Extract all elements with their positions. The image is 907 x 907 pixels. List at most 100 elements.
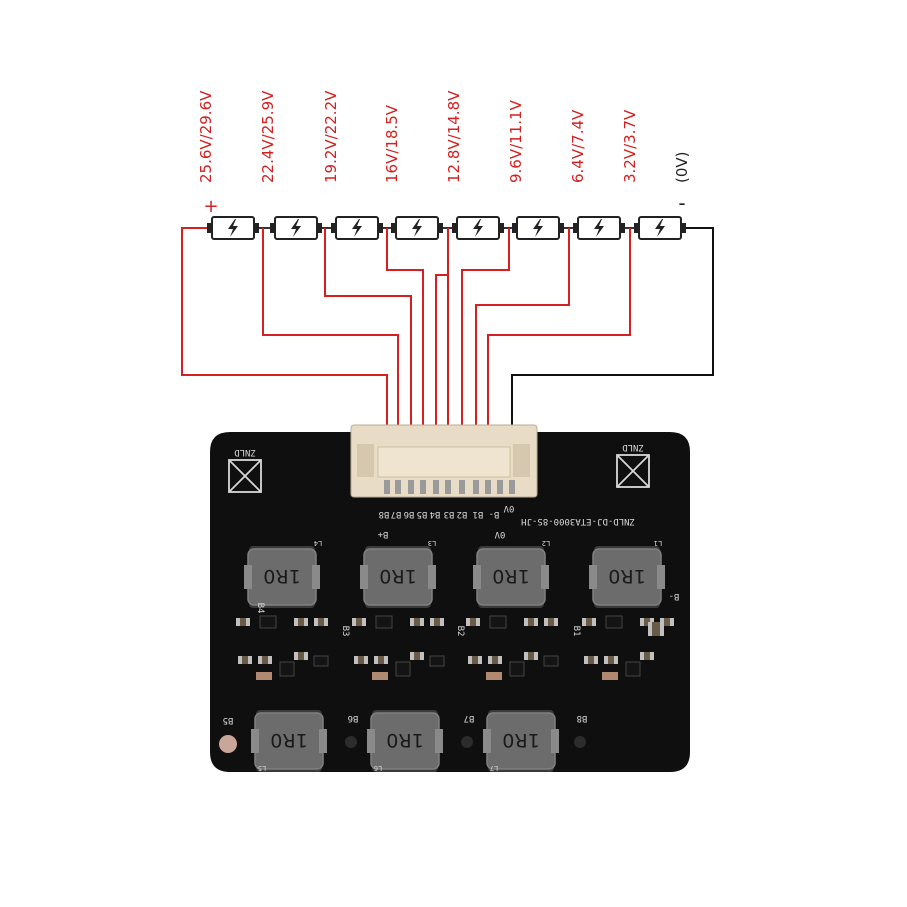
smd-chip — [238, 656, 252, 664]
smd-chip — [582, 618, 596, 626]
connector-pin — [445, 480, 451, 494]
mosfet — [543, 655, 559, 667]
mosfet — [375, 615, 393, 629]
section-label: B2 — [455, 626, 465, 637]
battery-bolt-icon — [452, 216, 504, 240]
smd-chip — [258, 656, 272, 664]
smd-chip — [294, 652, 308, 660]
battery-bolt-icon — [207, 216, 259, 240]
ic-package — [279, 661, 295, 677]
connector-pin — [485, 480, 491, 494]
battery-bolt-icon — [331, 216, 383, 240]
pin-label: B7 — [391, 509, 402, 519]
connector-pin — [509, 480, 515, 494]
connector-pin — [433, 480, 439, 494]
corner-label: B5 — [223, 715, 234, 725]
inductor-ref: L3 — [428, 539, 436, 547]
positive-wire — [461, 228, 510, 487]
inductor: 1R0 L2 — [473, 539, 550, 608]
test-pad — [345, 736, 357, 748]
mosfet — [429, 655, 445, 667]
pin-label: B1 — [473, 509, 484, 519]
battery-bolt-icon — [634, 216, 686, 240]
negative-wire — [511, 227, 714, 487]
mounting-pad — [219, 735, 237, 753]
smd-chip — [466, 618, 480, 626]
connector-pin — [473, 480, 479, 494]
balance-connector — [350, 424, 538, 498]
voltage-label: 16V/18.5V — [383, 104, 401, 183]
smd-chip — [488, 656, 502, 664]
inductor-ref: L2 — [542, 539, 550, 547]
section-label: B1 — [571, 626, 581, 637]
connector-pin — [384, 480, 390, 494]
smd-chip — [544, 618, 558, 626]
smd-resistor — [256, 672, 272, 680]
smd-resistor — [486, 672, 502, 680]
inductor-value: 1R0 — [492, 565, 529, 587]
ic-package — [509, 661, 525, 677]
inductor-value: 1R0 — [608, 565, 645, 587]
smd-chip — [640, 652, 654, 660]
smd-chip — [374, 656, 388, 664]
mosfet — [259, 615, 277, 629]
smd-chip — [660, 618, 674, 626]
pin-label: B3 — [444, 509, 455, 519]
voltage-label: 3.2V/3.7V — [621, 109, 639, 183]
inductor-ref: L6 — [374, 764, 382, 772]
battery-bolt-icon — [270, 216, 322, 240]
plus-terminal-label: + — [203, 196, 218, 217]
test-pad — [574, 736, 586, 748]
positive-wire — [262, 228, 399, 487]
connector-pin — [395, 480, 401, 494]
test-pad — [461, 736, 473, 748]
pin-label: B6 — [404, 509, 415, 519]
inductor: 1R0 L1 — [589, 539, 665, 608]
positive-wire — [435, 240, 449, 487]
pin-label: B5 — [417, 509, 428, 519]
section-label: B3 — [340, 626, 350, 637]
battery-bolt-icon — [573, 216, 625, 240]
connector-pin — [420, 480, 426, 494]
battery-bolt-icon — [512, 216, 564, 240]
mosfet — [489, 615, 507, 629]
pin-label: B2 — [457, 509, 468, 519]
mosfet — [605, 615, 623, 629]
ic-package — [395, 661, 411, 677]
inductor-ref: L1 — [654, 539, 662, 547]
pin-label: B4 — [430, 509, 441, 519]
smd-chip — [584, 656, 598, 664]
positive-wire — [386, 228, 424, 487]
smd-resistor — [372, 672, 388, 680]
battery-cells — [207, 216, 686, 240]
pin-label: B- — [489, 509, 500, 519]
logo-text-left: ZNLD — [234, 447, 256, 457]
smd-chip — [524, 652, 538, 660]
smd-chip — [354, 656, 368, 664]
pin-label: B8 — [379, 509, 390, 519]
zero-volt-silk: 0V — [503, 503, 514, 513]
smd-chip — [314, 618, 328, 626]
smd-chip — [410, 618, 424, 626]
mosfet — [313, 655, 329, 667]
smd-chip — [352, 618, 366, 626]
smd-chip — [410, 652, 424, 660]
voltage-label: 6.4V/7.4V — [569, 109, 587, 183]
inductor-value: 1R0 — [502, 729, 539, 751]
smd-chip — [294, 618, 308, 626]
zero-v-silk-2: 0V — [494, 529, 505, 539]
connector-pin — [459, 480, 465, 494]
voltage-label: 9.6V/11.1V — [507, 99, 525, 183]
connector-pins — [384, 480, 515, 494]
voltage-label: (0V) — [673, 151, 691, 183]
smd-components — [236, 615, 674, 680]
smd-chip — [524, 618, 538, 626]
voltage-label: 12.8V/14.8V — [445, 90, 463, 183]
inductor-value: 1R0 — [379, 565, 416, 587]
